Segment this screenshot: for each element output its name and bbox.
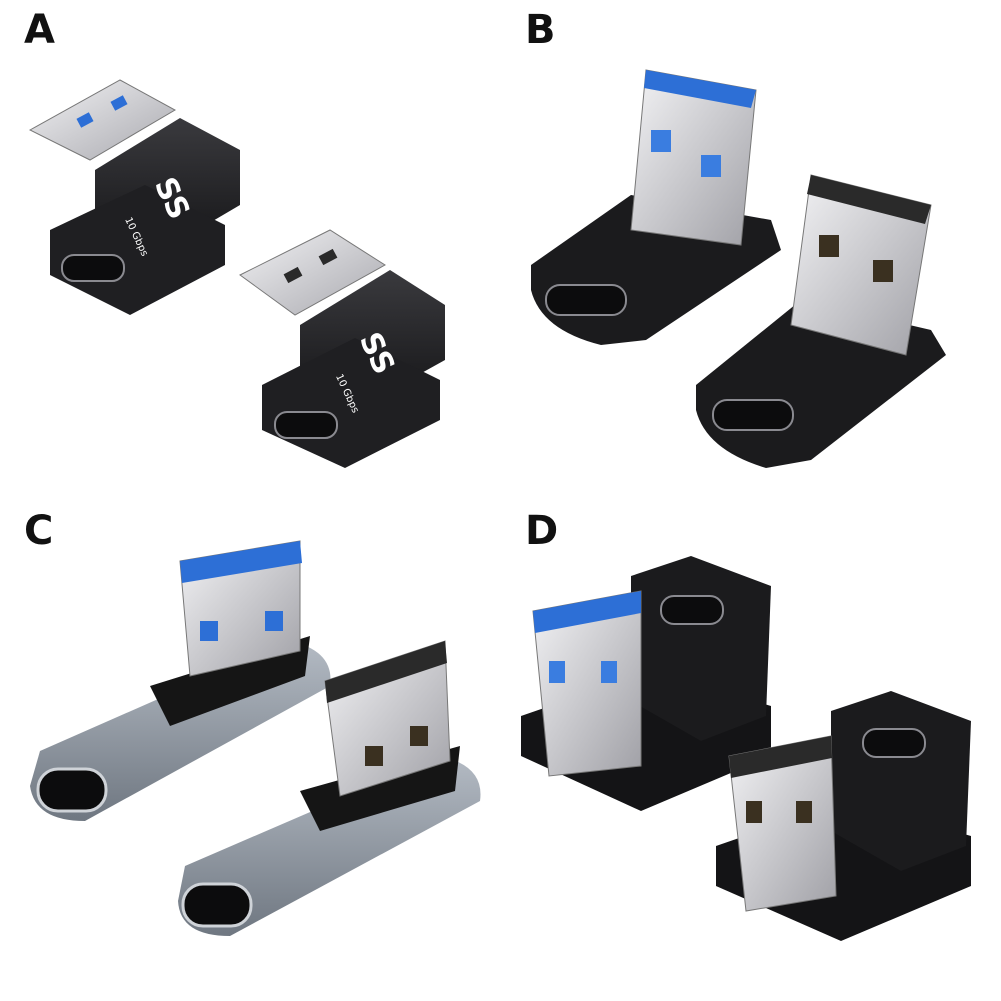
- usb-c-port: [274, 411, 338, 439]
- panel-label: C: [24, 508, 54, 554]
- usb3-pin: [549, 661, 565, 683]
- panel-label: D: [525, 508, 559, 554]
- usb-c-port: [181, 882, 253, 928]
- usb-c-port: [660, 595, 724, 625]
- panel-b-image: [531, 69, 946, 468]
- adapter-d1: [521, 556, 771, 811]
- usb3-blue-insert: [180, 541, 302, 583]
- adapter-collar: [150, 636, 310, 726]
- usb-plug: [239, 229, 386, 316]
- panel-label: B: [525, 7, 556, 53]
- adapter-b1: [531, 69, 781, 345]
- usb-pin: [365, 746, 383, 766]
- panel-b: B: [501, 0, 1001, 500]
- usb-plug: [532, 590, 642, 777]
- usb-c-port: [36, 767, 108, 813]
- usb-pin: [873, 260, 893, 282]
- panel-a: SS 10 Gbps SS 10 Gbps A: [0, 0, 500, 500]
- usb3-blue-insert: [533, 591, 641, 633]
- usb-pin: [318, 248, 338, 266]
- usb3-pin: [200, 621, 218, 641]
- usb-c-port: [712, 399, 794, 431]
- usb-insert: [325, 641, 447, 703]
- adapter-b2: [696, 174, 946, 468]
- usb-insert: [729, 736, 832, 778]
- usb-pin: [819, 235, 839, 257]
- usb3-pin: [76, 112, 94, 128]
- usb-pin: [746, 801, 762, 823]
- usb-insert: [807, 175, 931, 224]
- usb-pin: [796, 801, 812, 823]
- adapter-a1: SS 10 Gbps: [28, 79, 240, 315]
- usb3-pin: [701, 155, 721, 177]
- panel-a-image: SS 10 Gbps SS 10 Gbps: [28, 79, 445, 468]
- usb3-pin: [601, 661, 617, 683]
- usb-pin: [410, 726, 428, 746]
- panel-label: A: [24, 7, 55, 53]
- panel-c: C: [0, 501, 500, 1001]
- usb-c-port: [862, 728, 926, 758]
- usb-plug: [28, 79, 177, 161]
- usb-pin: [283, 266, 303, 284]
- panel-d-image: [521, 556, 971, 941]
- usb3-pin: [651, 130, 671, 152]
- adapter-a2: SS 10 Gbps: [239, 229, 445, 468]
- usb3-pin: [110, 95, 128, 111]
- usb-c-port: [61, 254, 125, 282]
- panel-d: D: [501, 501, 1001, 1001]
- adapter-c1: [30, 540, 331, 821]
- adapter-body: [50, 185, 225, 315]
- adapter-c2: [178, 640, 481, 936]
- panel-c-image: [30, 540, 481, 936]
- adapter-d2: [716, 691, 971, 941]
- usb-c-port: [545, 284, 627, 316]
- usb3-blue-insert: [644, 70, 756, 108]
- usb3-pin: [265, 611, 283, 631]
